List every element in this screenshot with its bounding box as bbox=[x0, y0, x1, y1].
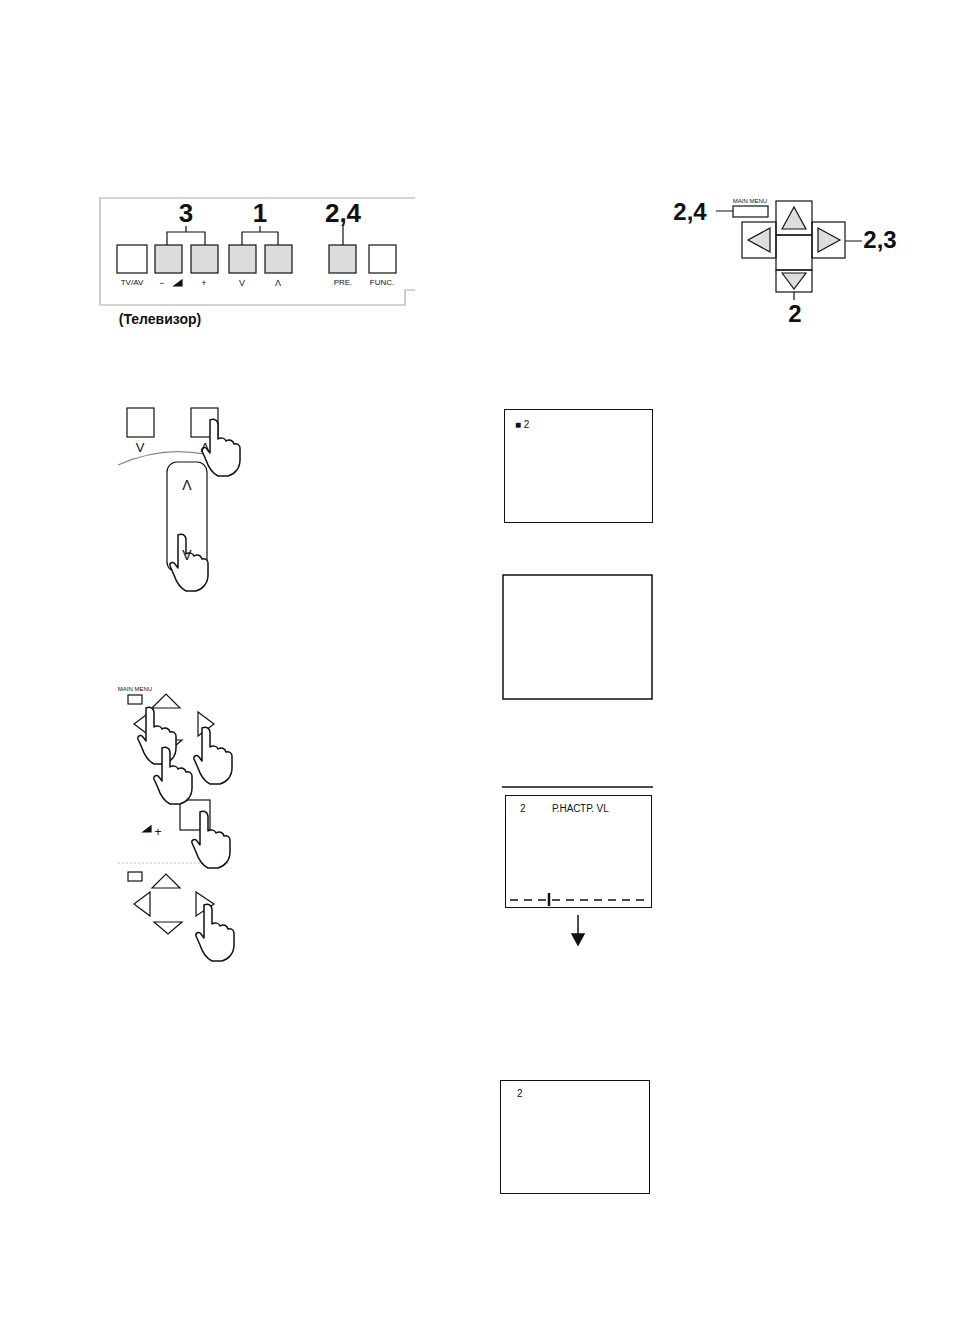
tv-screen: 2 Р.НАСТР. VL bbox=[505, 795, 652, 908]
screen-text: ■ 2 bbox=[515, 420, 529, 430]
callout-number: 2 bbox=[788, 302, 801, 326]
callout-number: 2,3 bbox=[863, 228, 896, 252]
button-label: (Телевизор) bbox=[119, 312, 201, 326]
button-label: V bbox=[239, 279, 245, 288]
hands bbox=[138, 419, 240, 961]
button-label: TV/AV bbox=[121, 279, 144, 287]
button-illustrations bbox=[118, 408, 232, 934]
button-label: MAIN MENU bbox=[118, 686, 152, 692]
button-label: V bbox=[136, 441, 145, 454]
tv-panel bbox=[100, 198, 415, 305]
button-label: + bbox=[154, 826, 161, 838]
callout-number: 2,4 bbox=[325, 200, 361, 226]
callout-number: 3 bbox=[179, 200, 193, 226]
button-label: V bbox=[182, 548, 191, 562]
tv-screen: 2 bbox=[500, 1080, 650, 1194]
button-label: Λ bbox=[201, 441, 210, 454]
screens bbox=[502, 575, 653, 945]
remote-pad bbox=[716, 201, 862, 300]
button-label: Λ bbox=[182, 478, 191, 492]
callout-number: 2,4 bbox=[673, 200, 706, 224]
tv-screen: ■ 2 bbox=[504, 409, 653, 523]
button-label: FUNC. bbox=[370, 279, 394, 287]
callout-number: 1 bbox=[253, 200, 267, 226]
button-label: + bbox=[201, 279, 206, 288]
button-label: − bbox=[159, 279, 164, 288]
button-label: MAIN MENU bbox=[733, 198, 767, 204]
screen-text: Р.НАСТР. VL bbox=[552, 804, 609, 814]
button-label: Λ bbox=[275, 279, 281, 288]
screen-text: 2 bbox=[517, 1089, 523, 1099]
button-label: PRE. bbox=[334, 279, 353, 287]
screen-text: 2 bbox=[520, 804, 526, 814]
